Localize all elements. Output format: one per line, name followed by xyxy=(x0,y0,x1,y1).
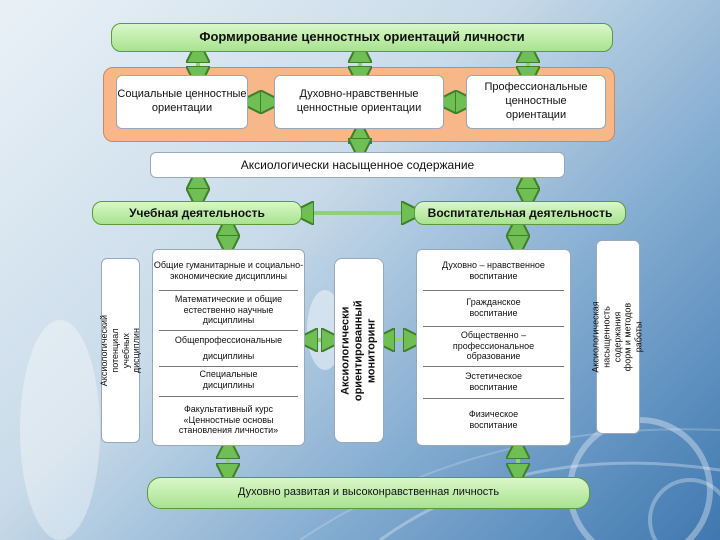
bottom-result-box: Духовно развитая и высоконравственная ли… xyxy=(147,477,590,509)
separator xyxy=(423,290,564,291)
discipline-general-professional-cont: дисциплины xyxy=(202,350,255,361)
separator xyxy=(159,290,298,291)
social-orientations-box: Социальные ценностные ориентации xyxy=(116,75,248,129)
separator xyxy=(423,366,564,367)
separator xyxy=(159,396,298,397)
social-orientations-label: Социальные ценностные ориентации xyxy=(117,88,247,114)
separator xyxy=(159,330,298,331)
separator xyxy=(423,326,564,327)
axiological-content-box: Аксиологически насыщенное содержание xyxy=(150,152,565,178)
forms-methods-box: Аксиологическая насыщенность содержания … xyxy=(591,240,644,434)
upbringing-social-professional: Общественно – профессиональное образован… xyxy=(452,329,535,362)
upbringing-moral: Духовно – нравственное воспитание xyxy=(442,260,545,281)
educational-activity-label: Воспитательная деятельность xyxy=(427,205,613,220)
professional-orientations-box: Профессиональные ценностные ориентации xyxy=(466,75,606,129)
discipline-special: Специальные дисциплины xyxy=(199,369,258,390)
discipline-humanitarian: Общие гуманитарные и социально-экономиче… xyxy=(153,260,304,281)
upbringing-physical: Физическое воспитание xyxy=(468,409,519,430)
forms-methods-label: Аксиологическая насыщенность содержания … xyxy=(591,301,645,373)
discipline-math-science: Математические и общие естественно научн… xyxy=(174,293,283,326)
bottom-result-label: Духовно развитая и высоконравственная ли… xyxy=(237,486,500,499)
top-title: Формирование ценностных ориентаций лично… xyxy=(199,29,525,45)
discipline-general-professional: Общепрофессиональные xyxy=(174,334,283,345)
moral-orientations-label: Духовно-нравственные ценностные ориентац… xyxy=(296,88,422,114)
disciplines-potential-box: Аксиологический потенциал учебных дисцип… xyxy=(98,258,142,443)
upbringing-column: Духовно – нравственное воспитание Гражда… xyxy=(416,249,571,446)
disciplines-column: Общие гуманитарные и социально-экономиче… xyxy=(152,249,305,446)
upbringing-civic: Гражданское воспитание xyxy=(466,297,521,318)
top-title-box: Формирование ценностных ориентаций лично… xyxy=(111,23,613,52)
professional-orientations-label: Профессиональные ценностные ориентации xyxy=(484,81,588,121)
moral-orientations-box: Духовно-нравственные ценностные ориентац… xyxy=(274,75,444,129)
separator xyxy=(159,366,298,367)
disciplines-potential-label: Аксиологический потенциал учебных дисцип… xyxy=(98,314,142,387)
axiological-content-label: Аксиологически насыщенное содержание xyxy=(240,157,475,172)
upbringing-aesthetic: Эстетическое воспитание xyxy=(464,371,523,392)
discipline-elective-course: Факультативный курс «Ценностные основы с… xyxy=(178,403,279,436)
learning-activity-box: Учебная деятельность xyxy=(92,201,302,225)
separator xyxy=(423,398,564,399)
educational-activity-box: Воспитательная деятельность xyxy=(414,201,626,225)
monitoring-box: Аксиологически ориентированный мониторин… xyxy=(334,258,384,443)
learning-activity-label: Учебная деятельность xyxy=(129,205,265,220)
monitoring-label: Аксиологически ориентированный мониторин… xyxy=(339,300,378,401)
